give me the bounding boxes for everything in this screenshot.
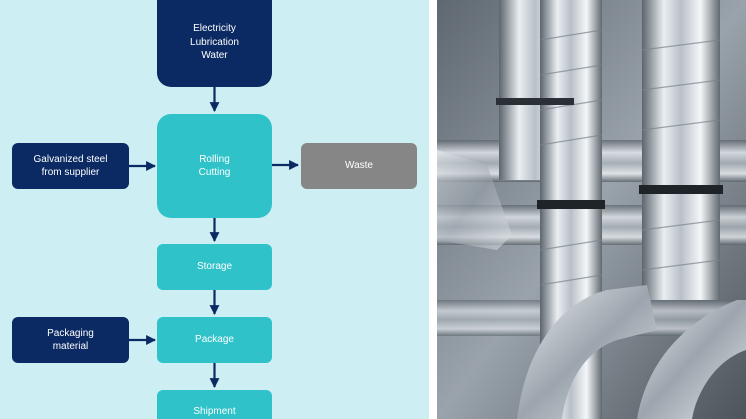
rolling-cutting-box: Rolling Cutting [157, 114, 272, 218]
energy-inputs-box: Electricity Lubrication Water [157, 0, 272, 87]
storage-box: Storage [157, 244, 272, 290]
packaging-material-box: Packaging material [12, 317, 129, 363]
shipment-box: Shipment [157, 390, 272, 419]
package-box: Package [157, 317, 272, 363]
waste-box: Waste [301, 143, 417, 189]
flow-arrows [129, 87, 299, 388]
ventilation-ducts-photo [437, 0, 746, 419]
flow-diagram: Electricity Lubrication Water Rolling Cu… [0, 0, 429, 419]
galvanized-steel-box: Galvanized steel from supplier [12, 143, 129, 189]
